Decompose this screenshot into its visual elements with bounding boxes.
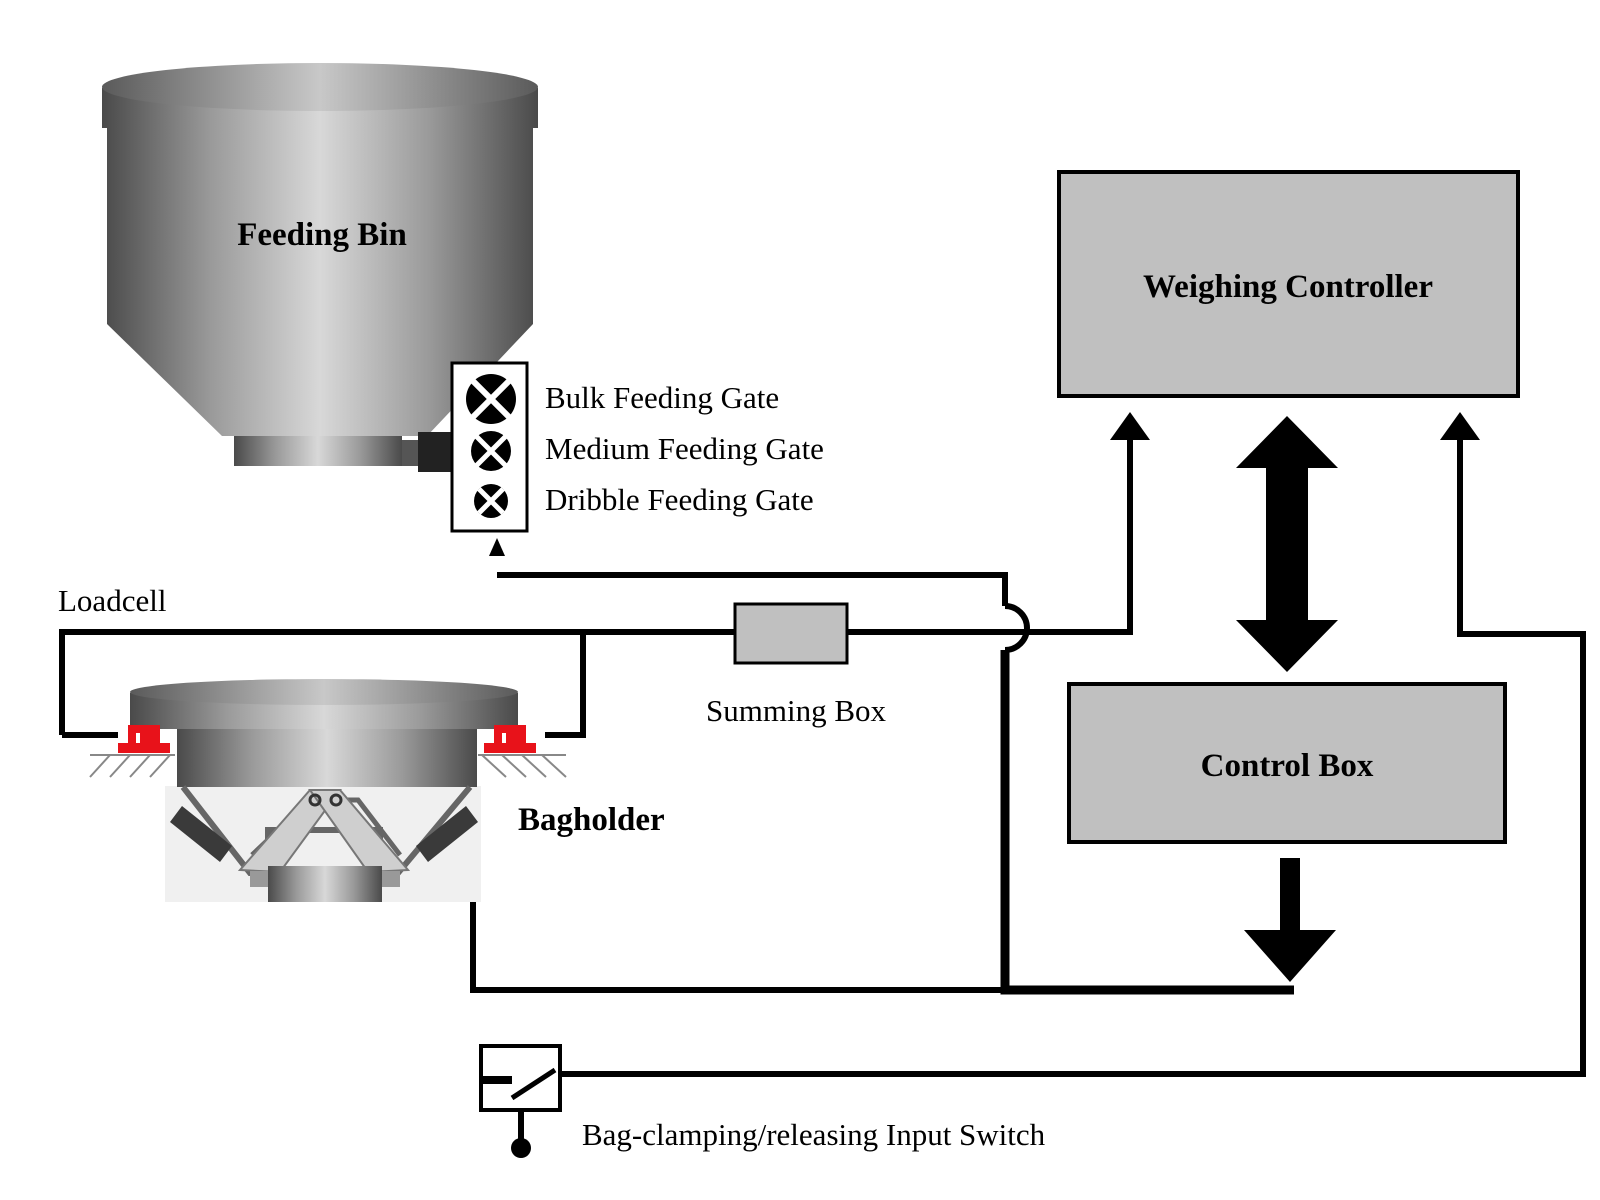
- arrow-to-gates-icon: [489, 538, 505, 556]
- weighing-controller-box: [1057, 170, 1520, 398]
- feeding-bin: [102, 63, 538, 472]
- bagholder-label: Bagholder: [518, 802, 665, 838]
- summing-box-label: Summing Box: [706, 693, 887, 728]
- loadcell-right-icon: [478, 725, 567, 778]
- arrow-to-controller-icon: [1440, 412, 1480, 440]
- weighing-controller-label: Weighing Controller: [1143, 269, 1433, 305]
- medium-gate-valve-icon: [471, 431, 511, 471]
- dribble-gate-label: Dribble Feeding Gate: [545, 482, 814, 517]
- bulk-gate-valve-icon: [466, 374, 516, 424]
- feeding-bin-label: Feeding Bin: [237, 217, 407, 253]
- input-switch-label: Bag-clamping/releasing Input Switch: [582, 1117, 1046, 1152]
- input-switch-icon: [479, 1044, 562, 1158]
- loadcell-label: Loadcell: [58, 583, 166, 618]
- control-box: [1067, 682, 1507, 844]
- arrow-to-controller-icon: [1110, 412, 1150, 440]
- down-arrow-icon: [1244, 858, 1336, 982]
- bulk-gate-label: Bulk Feeding Gate: [545, 380, 779, 415]
- medium-gate-label: Medium Feeding Gate: [545, 431, 824, 466]
- control-box-label: Control Box: [1201, 748, 1374, 784]
- dribble-gate-valve-icon: [474, 484, 508, 518]
- loadcell-left-icon: [89, 725, 175, 778]
- summing-box: [733, 602, 849, 665]
- bagholder: [130, 679, 518, 902]
- bidirectional-arrow-icon: [1236, 416, 1338, 672]
